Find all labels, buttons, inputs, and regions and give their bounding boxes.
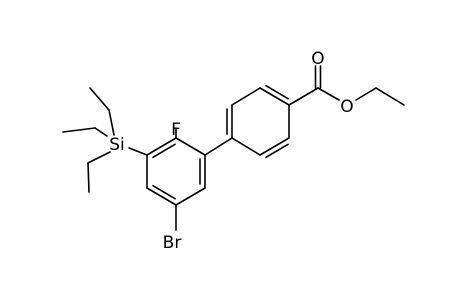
bond-c4-c5-inner xyxy=(152,184,176,200)
bond-si-ethyl1-a xyxy=(108,109,115,136)
bond-si-ethyl2-b xyxy=(62,127,96,133)
bond-b5-b6 xyxy=(259,137,290,156)
silicon-label: Si xyxy=(109,135,125,155)
bromine-label: Br xyxy=(163,233,182,253)
bond-oester-ch2 xyxy=(355,87,377,101)
bond-si-ethyl2-a xyxy=(94,127,108,137)
bond-b3-b4-inner xyxy=(265,84,289,100)
bond-c-oester xyxy=(317,87,340,101)
bond-c4-c5 xyxy=(146,187,177,206)
bond-c1-c2 xyxy=(175,137,206,156)
bond-b3-b4 xyxy=(259,87,290,106)
bond-c-si xyxy=(128,147,148,156)
bond-c3-c4 xyxy=(175,187,206,206)
bond-ring-carbonyl xyxy=(288,87,319,106)
bond-biaryl xyxy=(204,137,233,156)
bond-b5-b6-inner xyxy=(265,143,289,159)
bond-si-ethyl3-a xyxy=(87,151,111,164)
bond-c6-c1-inner xyxy=(152,143,176,159)
bond-layer xyxy=(62,65,405,231)
bond-b2-b3 xyxy=(231,87,261,106)
bond-b6-b1 xyxy=(231,137,261,156)
ester-oxygen-label: O xyxy=(340,97,353,117)
bond-ch2-ch3 xyxy=(375,87,405,106)
bond-c6-c1 xyxy=(146,137,177,156)
bond-si-ethyl1-b xyxy=(89,87,110,111)
fluorine-label: F xyxy=(171,120,181,140)
carbonyl-oxygen-label: O xyxy=(311,49,324,69)
bond-si-ethyl3-b xyxy=(87,162,90,193)
